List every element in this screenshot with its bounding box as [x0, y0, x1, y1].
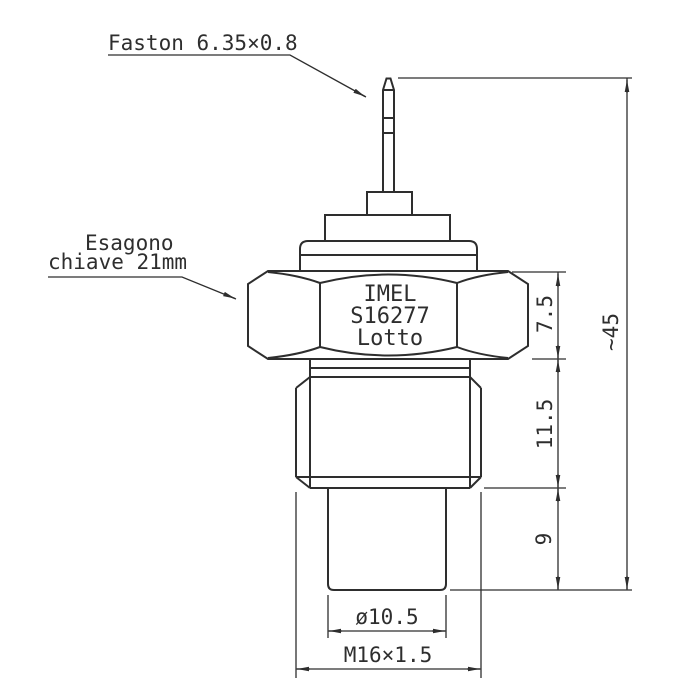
- faston-leader-line: [108, 54, 367, 98]
- faston-callout-label: Faston 6.35×0.8: [108, 31, 298, 55]
- dim-hex-height: 7.5: [533, 295, 557, 333]
- hex-body: [247, 270, 529, 360]
- part-marking-line3: Lotto: [357, 326, 423, 351]
- insulator-stack: [299, 191, 478, 271]
- dim-thread-spec: M16×1.5: [344, 643, 433, 667]
- dim-tip-diameter: ø10.5: [355, 605, 418, 629]
- hex-callout-label-line2: chiave 21mm: [48, 250, 187, 274]
- part-marking-line2: S16277: [350, 304, 429, 329]
- dim-tip-length: 9: [532, 533, 556, 546]
- thread-section: [295, 359, 482, 489]
- dim-overall-length: ~45: [599, 313, 623, 351]
- leader-lines: [48, 54, 367, 300]
- part-marking-line1: IMEL: [364, 282, 417, 307]
- sensor-tip: [327, 488, 447, 591]
- dimension-arrows: [297, 80, 630, 672]
- hex-callout-label-line1: Esagono: [85, 231, 174, 255]
- dimension-lines: [296, 78, 628, 670]
- faston-blade: [382, 77, 395, 192]
- hex-leader-line: [48, 276, 237, 300]
- dim-thread-length: 11.5: [533, 399, 557, 450]
